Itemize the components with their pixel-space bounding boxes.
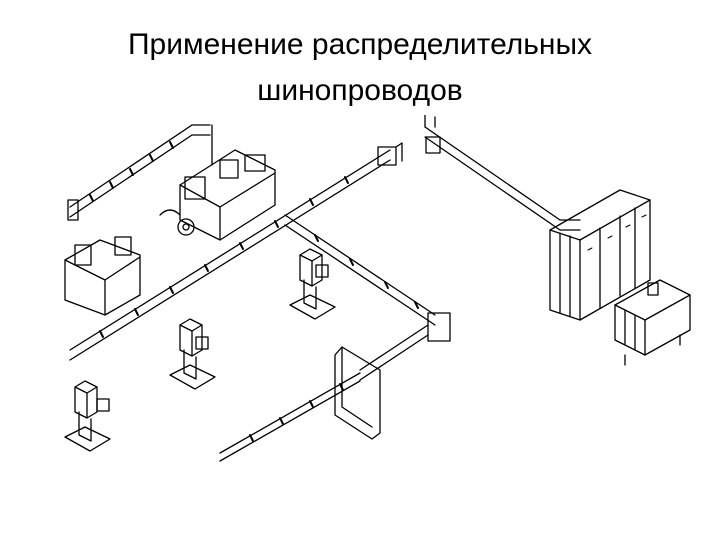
title-line-2: шинопроводов	[257, 74, 463, 107]
feeder-busway	[424, 115, 581, 231]
switchgear-cabinets	[549, 189, 651, 321]
busway-illustration	[60, 115, 700, 465]
drill-press-3	[64, 380, 111, 452]
branch-busway	[284, 214, 451, 381]
drill-press-1	[289, 248, 336, 320]
main-busway	[69, 142, 403, 361]
machine-tool-2	[64, 236, 141, 316]
title-line-1: Применение распределительных	[127, 28, 593, 61]
slide-title: Применение распределительных шинопроводо…	[0, 22, 720, 114]
drill-press-2	[169, 318, 216, 390]
transformer	[614, 279, 691, 366]
upper-busway	[67, 124, 213, 221]
machine-tool-1	[159, 149, 276, 241]
partition-wall	[334, 346, 381, 440]
